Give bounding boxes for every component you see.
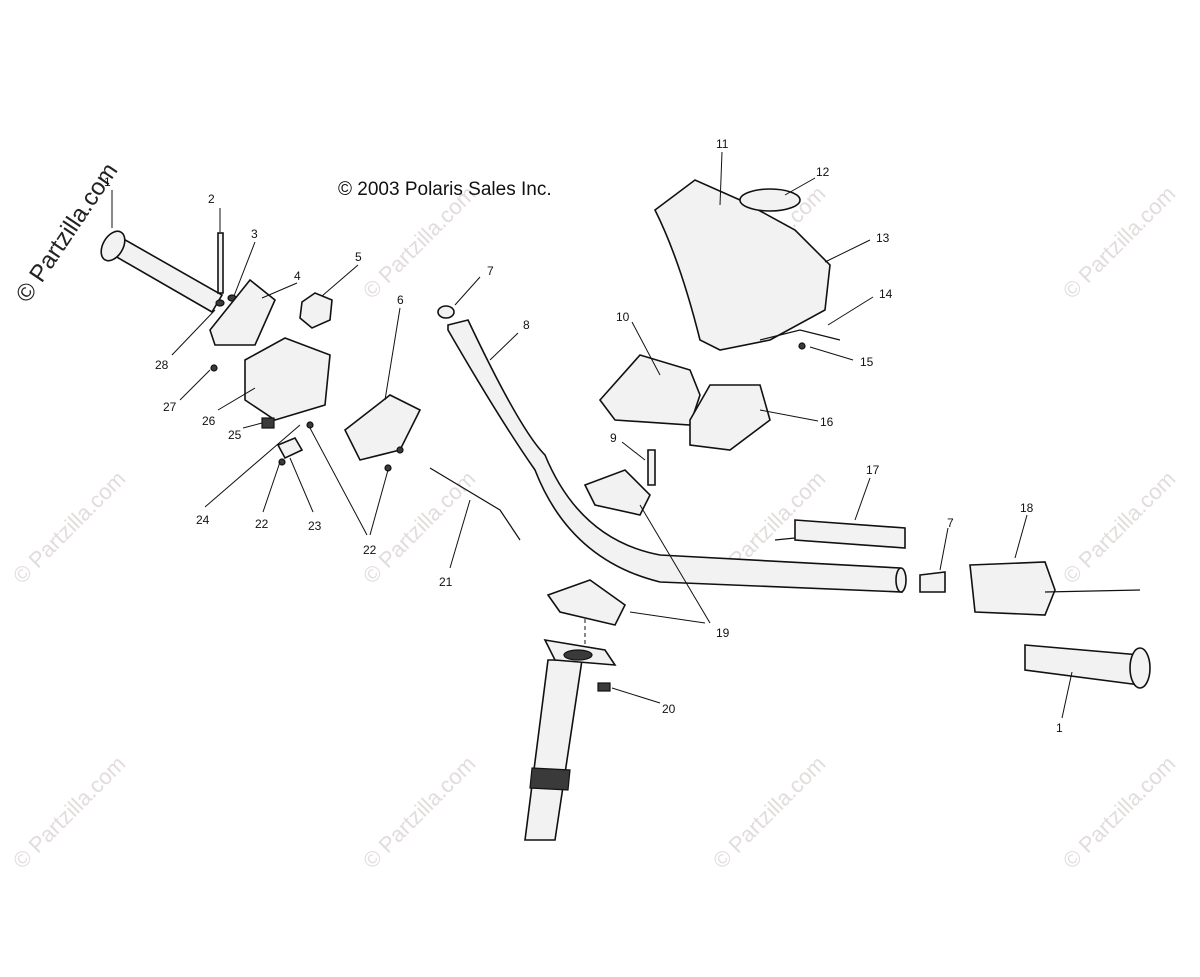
- callout-16: 16: [820, 415, 834, 429]
- handlebar: [447, 319, 907, 593]
- right-grip: [1024, 644, 1151, 689]
- callout-7: 7: [947, 516, 954, 530]
- callout-15: 15: [860, 355, 874, 369]
- callout-8: 8: [523, 318, 530, 332]
- callout-25: 25: [228, 428, 242, 442]
- watermark: © Partzilla.com: [1058, 466, 1181, 589]
- watermark: © Partzilla.com: [8, 751, 131, 874]
- callout-labels: 1 1 2 3 4 5 6 7 7 8 9 10 11 12 13 14 15 …: [104, 137, 1063, 735]
- callout-28: 28: [155, 358, 169, 372]
- callout-26: 26: [202, 414, 216, 428]
- steering-column: [524, 612, 617, 841]
- callout-17: 17: [866, 463, 880, 477]
- callout-2: 2: [208, 192, 215, 206]
- callout-12: 12: [816, 165, 830, 179]
- watermark: © Partzilla.com: [1058, 751, 1181, 874]
- callout-14: 14: [879, 287, 893, 301]
- callout-18: 18: [1020, 501, 1034, 515]
- callout-1: 1: [104, 175, 111, 189]
- leader-lines: [111, 151, 1073, 719]
- callout-24: 24: [196, 513, 210, 527]
- watermark: © Partzilla.com: [358, 751, 481, 874]
- callout-6: 6: [397, 293, 404, 307]
- callout-10: 10: [616, 310, 630, 324]
- callout-7: 7: [487, 264, 494, 278]
- watermark-grid: © Partzilla.com © Partzilla.com © Partzi…: [8, 158, 1181, 873]
- callout-9: 9: [610, 431, 617, 445]
- watermark: © Partzilla.com: [1058, 181, 1181, 304]
- callout-21: 21: [439, 575, 453, 589]
- callout-11: 11: [716, 137, 729, 151]
- callout-20: 20: [662, 702, 676, 716]
- left-grip: [100, 230, 224, 314]
- watermark: © Partzilla.com: [708, 751, 831, 874]
- callout-23: 23: [308, 519, 322, 533]
- callout-22: 22: [255, 517, 269, 531]
- watermark: © Partzilla.com: [8, 466, 131, 589]
- callout-1: 1: [1056, 721, 1063, 735]
- callout-13: 13: [876, 231, 890, 245]
- copyright-notice: © 2003 Polaris Sales Inc.: [338, 179, 552, 200]
- callout-19: 19: [716, 626, 730, 640]
- callout-5: 5: [355, 250, 362, 264]
- callout-22: 22: [363, 543, 377, 557]
- callout-4: 4: [294, 269, 301, 283]
- callout-3: 3: [251, 227, 258, 241]
- callout-27: 27: [163, 400, 177, 414]
- hardware-parts: [209, 179, 1141, 692]
